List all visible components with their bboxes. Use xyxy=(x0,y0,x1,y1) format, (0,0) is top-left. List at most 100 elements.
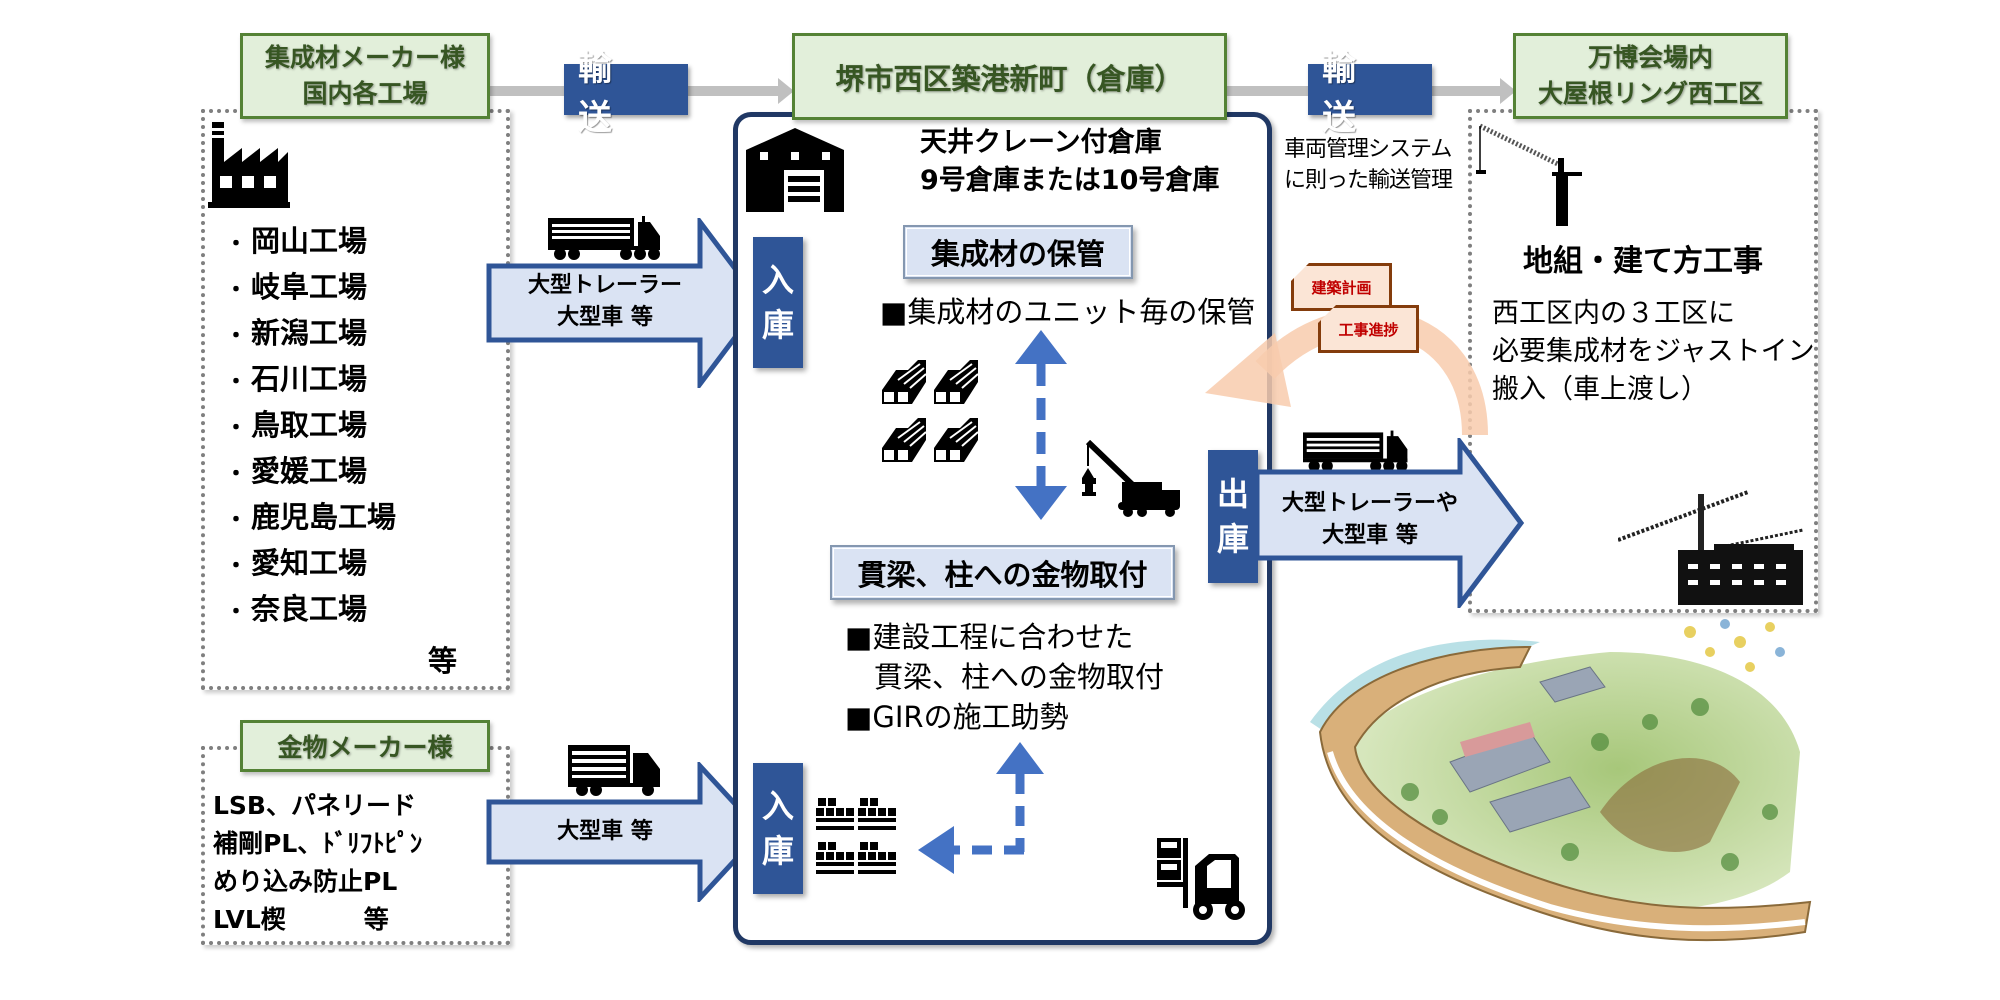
site-heading: 地組・建て方工事 xyxy=(1523,244,1763,279)
source-label-line-1: 集成材メーカー様 xyxy=(264,43,465,72)
tag-construction-progress: 工事進捗 xyxy=(1318,305,1419,353)
factory-item: ・鹿児島工場 xyxy=(225,494,396,540)
factory-item: ・奈良工場 xyxy=(225,586,396,632)
fitting-items: ■建設工程に合わせた 貫梁、柱への金物取付 ■GIRの施工助勢 xyxy=(845,617,1164,737)
site-description-line: 西工区内の３工区に xyxy=(1492,298,1735,329)
bullet: ・ xyxy=(225,416,248,441)
inbound-arrow-hardware xyxy=(486,762,765,902)
truck-trailer-icon-in xyxy=(548,216,660,260)
destination-label: 万博会場内 大屋根リング西工区 xyxy=(1513,33,1788,119)
fitting-item: 貫梁、柱への金物取付 xyxy=(845,660,1165,694)
transport-badge-1: 輸 送 xyxy=(564,49,688,138)
factory-item: ・岡山工場 xyxy=(225,218,396,264)
outbound-arrow xyxy=(1255,438,1525,608)
warehouse-title-line: 9号倉庫または10号倉庫 xyxy=(920,165,1220,196)
factory-item: ・石川工場 xyxy=(225,356,396,402)
outbound-tag: 出 庫 xyxy=(1208,450,1258,583)
bullet: ・ xyxy=(225,232,248,257)
note-line: 車両管理システム xyxy=(1284,137,1452,162)
tag-char: 庫 xyxy=(1216,519,1249,558)
factory-name: 愛知工場 xyxy=(251,546,368,580)
expo-ring-illustration xyxy=(1310,619,1812,942)
destination-label-line-1: 万博会場内 xyxy=(1587,43,1713,72)
hardware-etc: 等 xyxy=(363,905,389,934)
tag-char: 庫 xyxy=(761,831,794,870)
box-truck-icon-in xyxy=(568,745,660,796)
inbound-arrow-glulam xyxy=(486,218,765,388)
inbound-arrow-glulam-label: 大型トレーラー 大型車 等 xyxy=(500,270,710,334)
source-label-line-2: 国内各工場 xyxy=(302,79,428,108)
hardware-item: めり込み防止PL xyxy=(213,867,398,896)
bullet: ・ xyxy=(225,462,248,487)
inbound-tag-glulam: 入 庫 xyxy=(753,237,803,368)
hardware-box xyxy=(201,746,510,945)
arrow-label-line: 大型車 等 xyxy=(557,305,653,330)
tag-char: 入 xyxy=(761,786,794,825)
truck-trailer-icon-out xyxy=(1303,430,1408,472)
transport-badge-2: 輸 送 xyxy=(1308,49,1432,138)
destination-label-line-2: 大屋根リング西工区 xyxy=(1537,79,1763,108)
note-line: に則った輸送管理 xyxy=(1284,168,1453,193)
factory-item: ・新潟工場 xyxy=(225,310,396,356)
inbound-tag-hardware: 入 庫 xyxy=(753,763,803,894)
storage-item: ■集成材のユニット毎の保管 xyxy=(880,295,1256,329)
factory-name: 愛媛工場 xyxy=(251,454,368,488)
tag-char: 入 xyxy=(761,260,794,299)
fitting-item: ■建設工程に合わせた xyxy=(845,620,1134,654)
factory-icon xyxy=(208,122,290,208)
storage-heading-box: 集成材の保管 xyxy=(903,225,1133,279)
factory-name: 岐阜工場 xyxy=(251,270,368,304)
factory-name: 石川工場 xyxy=(251,362,368,396)
forklift-icon xyxy=(1157,838,1245,920)
warehouse-title-line: 天井クレーン付倉庫 xyxy=(920,127,1162,158)
factory-name: 岡山工場 xyxy=(251,224,368,258)
factory-name: 鹿児島工場 xyxy=(251,500,397,534)
dashed-elbow-arrow xyxy=(918,742,1044,874)
site-description: 西工区内の３工区に 必要集成材をジャストイン 搬入（車上渡し） xyxy=(1492,295,1815,409)
warehouse-icon xyxy=(746,128,844,212)
construction-site-photo xyxy=(1618,490,1803,605)
hardware-item-text: LVL楔 xyxy=(213,905,286,934)
inbound-arrow-hardware-label: 大型車 等 xyxy=(557,819,653,844)
bullet: ・ xyxy=(225,600,248,625)
bullet: ・ xyxy=(225,278,248,303)
site-description-line: 必要集成材をジャストイン xyxy=(1492,336,1815,367)
hardware-item: LVL楔 等 xyxy=(213,901,422,939)
fitting-heading-box: 貫梁、柱への金物取付 xyxy=(830,545,1175,600)
bullet: ・ xyxy=(225,508,248,533)
factory-name: 奈良工場 xyxy=(251,592,368,626)
arrow-label-line: 大型トレーラー xyxy=(527,273,682,298)
outbound-arrow-label: 大型トレーラーや 大型車 等 xyxy=(1265,488,1475,552)
factory-item: ・岐阜工場 xyxy=(225,264,396,310)
hardware-list: LSB、パネリード 補剛PL、ﾄﾞﾘﾌﾄﾋﾟﾝ めり込み防止PL LVL楔等 xyxy=(213,787,422,939)
dashed-double-arrow xyxy=(1015,330,1067,520)
factory-item: ・鳥取工場 xyxy=(225,402,396,448)
transport-management-note: 車両管理システム に則った輸送管理 xyxy=(1284,134,1453,196)
flow-arrowhead-2 xyxy=(1500,78,1516,104)
factory-name: 鳥取工場 xyxy=(251,408,368,442)
crawler-crane-icon xyxy=(1082,440,1180,517)
warehouse-location-label: 堺市西区築港新町（倉庫） xyxy=(792,33,1227,120)
hardware-maker-label: 金物メーカー様 xyxy=(240,720,490,772)
flow-arrowhead-1 xyxy=(778,78,794,104)
bullet: ・ xyxy=(225,370,248,395)
tag-char: 庫 xyxy=(761,305,794,344)
factory-list: ・岡山工場 ・岐阜工場 ・新潟工場 ・石川工場 ・鳥取工場 ・愛媛工場 ・鹿児島… xyxy=(225,218,396,632)
bullet: ・ xyxy=(225,554,248,579)
tag-building-plan: 建築計画 xyxy=(1291,263,1392,311)
hardware-item: LSB、パネリード xyxy=(213,791,416,820)
arrow-label-line: 大型車 等 xyxy=(1322,523,1418,548)
site-description-line: 搬入（車上渡し） xyxy=(1492,374,1708,405)
tower-crane-icon xyxy=(1476,123,1582,226)
bullet: ・ xyxy=(225,324,248,349)
factory-item: ・愛知工場 xyxy=(225,540,396,586)
arrow-label-line: 大型トレーラーや xyxy=(1281,491,1458,516)
pallet-boxes-icon xyxy=(816,798,896,874)
fitting-item: ■GIRの施工助勢 xyxy=(845,700,1069,734)
factory-etc: 等 xyxy=(428,644,458,678)
tag-char: 出 xyxy=(1216,474,1249,513)
warehouse-title: 天井クレーン付倉庫 9号倉庫または10号倉庫 xyxy=(920,124,1219,200)
source-maker-label: 集成材メーカー様 国内各工場 xyxy=(240,33,490,119)
lumber-stack-icon xyxy=(882,360,979,463)
factory-name: 新潟工場 xyxy=(251,316,368,350)
